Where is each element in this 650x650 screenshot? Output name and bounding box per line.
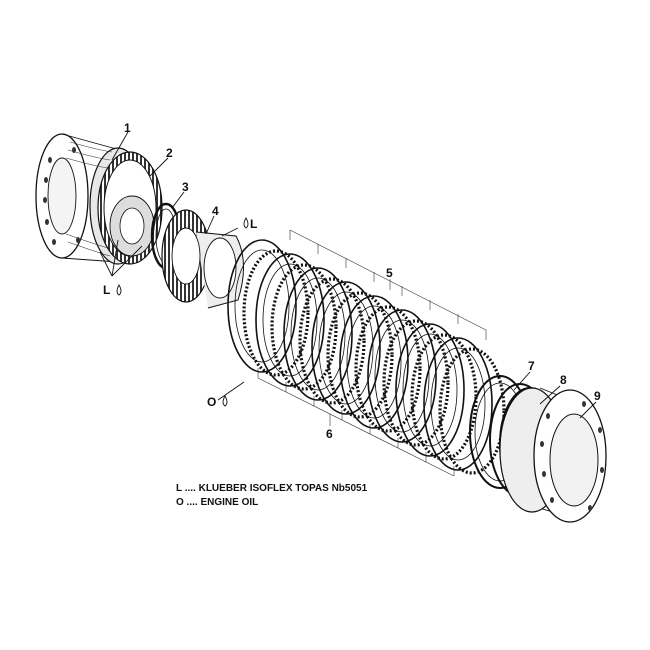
- callout-2: 2: [166, 146, 173, 160]
- part-5-plates: [227, 239, 493, 471]
- callout-7: 7: [528, 359, 535, 373]
- lube-marker-upper: L: [250, 217, 257, 231]
- part-6-friction-discs: [242, 249, 506, 475]
- callout-6: 6: [326, 427, 333, 441]
- part-2-gear-ring: [97, 151, 163, 265]
- oil-marker: O: [207, 395, 216, 409]
- callout-5: 5: [386, 266, 393, 280]
- bracket-part-5: [289, 229, 487, 340]
- legend-line-2: O .... ENGINE OIL: [176, 497, 258, 508]
- oil-drop-icon: [222, 395, 228, 407]
- lube-marker-lower: L: [103, 283, 110, 297]
- part-9-housing: [499, 387, 607, 523]
- callout-9: 9: [594, 389, 601, 403]
- callout-3: 3: [182, 180, 189, 194]
- leader-lines: [99, 131, 597, 419]
- callout-4: 4: [212, 204, 219, 218]
- bracket-part-6: [257, 368, 455, 477]
- oil-drop-icon: [116, 284, 122, 296]
- callout-8: 8: [560, 373, 567, 387]
- oil-drop-icon: [243, 217, 249, 229]
- legend-line-1: L .... KLUEBER ISOFLEX TOPAS Nb5051: [176, 483, 368, 494]
- part-4-hub: [161, 209, 245, 309]
- callout-1: 1: [124, 121, 131, 135]
